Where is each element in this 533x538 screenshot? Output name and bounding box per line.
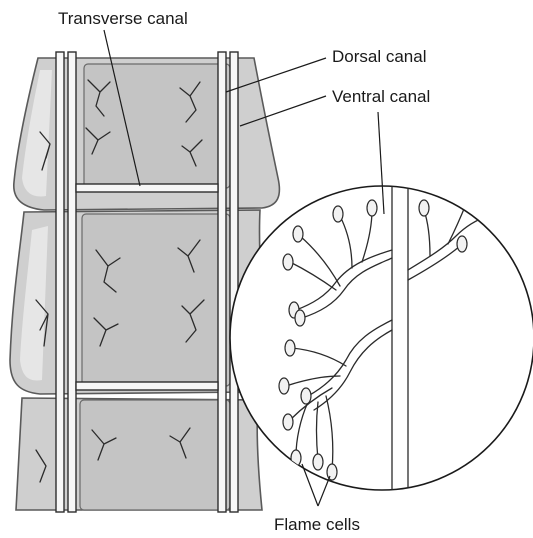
inner-panel	[82, 214, 230, 386]
inner-panel	[80, 400, 230, 510]
ventral-canal-right	[230, 52, 238, 512]
magnified-circle	[230, 186, 533, 490]
body-segments	[10, 58, 279, 510]
ventral-canal-left	[56, 52, 64, 512]
label-flame-cells: Flame cells	[274, 515, 360, 534]
label-transverse-canal: Transverse canal	[58, 9, 188, 28]
label-ventral-canal: Ventral canal	[332, 87, 430, 106]
transverse-canal-upper	[76, 184, 218, 192]
inner-panel	[84, 64, 230, 188]
transverse-canal-lower	[76, 382, 218, 390]
label-dorsal-canal: Dorsal canal	[332, 47, 427, 66]
dorsal-canal-right	[218, 52, 226, 512]
dorsal-canal-left	[68, 52, 76, 512]
